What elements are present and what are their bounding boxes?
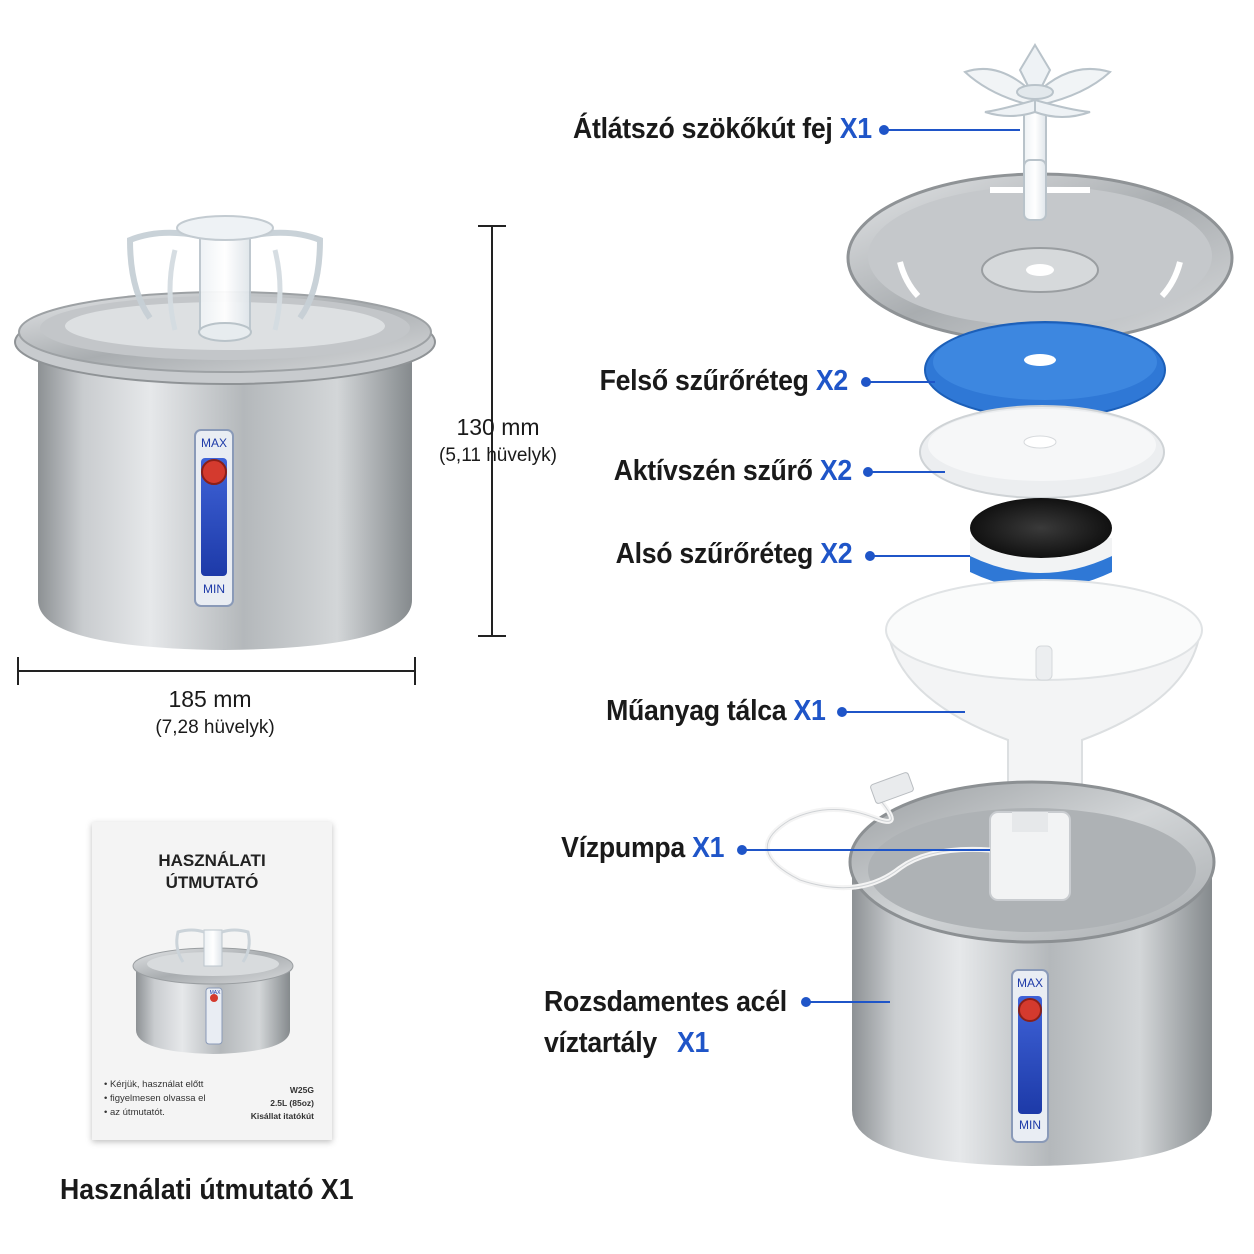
label-top-filter-qty: X2 <box>815 365 848 397</box>
manual-caption-name: Használati útmutató <box>60 1174 314 1206</box>
manual-model-2: 2.5L (85oz) <box>270 1098 314 1108</box>
bottom-filter-part <box>970 498 1112 589</box>
label-fountain-head-name: Átlátszó szökőkút fej <box>573 113 833 145</box>
plastic-tray-part <box>885 579 1203 798</box>
label-top-filter: Felső szűrőréteg X2 <box>599 365 849 398</box>
height-dimension-inch: (5,11 hüvelyk) <box>439 445 557 466</box>
carbon-filter-part <box>919 405 1165 499</box>
label-carbon-filter: Aktívszén szűrő X2 <box>614 455 852 488</box>
label-plastic-tray-name: Műanyag tálca <box>606 695 787 727</box>
manual-model-1: W25G <box>289 1085 314 1095</box>
label-steel-tank-qty: X1 <box>676 1027 710 1059</box>
label-water-pump: Vízpumpa X1 <box>561 832 724 865</box>
assembled-fountain <box>14 215 436 650</box>
tank-gauge-min-label: MIN <box>1019 1118 1041 1132</box>
steel-lid-part <box>846 159 1234 344</box>
manual-caption: Használati útmutató X1 <box>60 1174 354 1207</box>
label-fountain-head-qty: X1 <box>839 113 872 145</box>
label-plastic-tray-qty: X1 <box>793 695 826 727</box>
label-fountain-head: Átlátszó szökőkút fej X1 <box>573 113 872 146</box>
label-bottom-filter-name: Alsó szűrőréteg <box>615 538 813 570</box>
manual-fountain-image <box>132 928 294 1054</box>
label-bottom-filter-qty: X2 <box>819 538 852 570</box>
top-filter-part <box>924 321 1166 419</box>
label-plastic-tray: Műanyag tálca X1 <box>606 695 826 728</box>
label-steel-tank-name: Rozsdamentes acél <box>544 986 787 1018</box>
gauge-max-label: MAX <box>200 436 227 450</box>
label-steel-tank-name2: víztartály <box>544 1027 657 1059</box>
label-bottom-filter: Alsó szűrőréteg X2 <box>615 538 852 571</box>
manual-bullet-3: az útmutatót. <box>104 1106 206 1120</box>
label-carbon-filter-name: Aktívszén szűrő <box>613 455 813 487</box>
label-steel-tank-line2: víztartály X1 <box>544 1027 709 1060</box>
label-top-filter-name: Felső szűrőréteg <box>599 365 809 397</box>
label-water-pump-name: Vízpumpa <box>560 832 685 864</box>
label-steel-tank: Rozsdamentes acél <box>544 986 787 1019</box>
gauge-min-label: MIN <box>203 582 225 596</box>
callout-lines <box>737 125 1020 1007</box>
label-carbon-filter-qty: X2 <box>819 455 852 487</box>
manual-booklet: HASZNÁLATI ÚTMUTATÓ MAX Kérjük, használa… <box>92 822 332 1140</box>
manual-bullet-2: figyelmesen olvassa el <box>104 1092 206 1106</box>
width-dimension-inch: (7,28 hüvelyk) <box>155 717 275 738</box>
width-dimension: 185 mm <box>168 686 252 712</box>
tank-gauge-max-label: MAX <box>1016 976 1043 990</box>
height-dimension: 130 mm <box>456 414 540 440</box>
manual-model-3: Kisállat itatókút <box>250 1111 314 1121</box>
steel-tank-part <box>764 772 1216 1166</box>
manual-bullet-1: Kérjük, használat előtt <box>104 1078 206 1092</box>
manual-bullets: Kérjük, használat előtt figyelmesen olva… <box>104 1078 206 1120</box>
manual-model-info: W25G 2.5L (85oz) Kisállat itatókút <box>251 1084 314 1123</box>
manual-caption-qty: X1 <box>320 1174 354 1206</box>
manual-gauge-max: MAX <box>209 990 221 996</box>
manual-title: HASZNÁLATI ÚTMUTATÓ <box>158 851 266 892</box>
dimension-lines <box>17 225 506 685</box>
label-water-pump-qty: X1 <box>691 832 724 864</box>
